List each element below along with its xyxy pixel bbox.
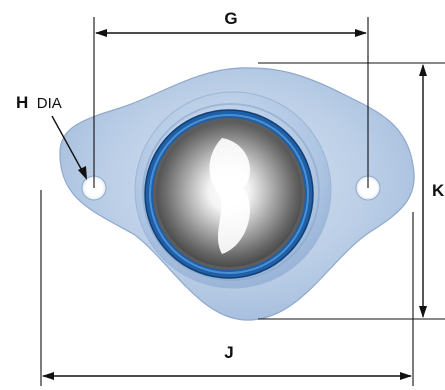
seal-ring-highlight	[149, 114, 309, 274]
j-label: J	[224, 343, 233, 362]
h-dia-label: H DIA	[16, 93, 62, 112]
dimension-k: K	[258, 62, 445, 320]
ball-specular-highlight	[209, 138, 250, 254]
callout-h-dia: H DIA	[16, 93, 87, 180]
h-leader-arrow	[78, 166, 87, 180]
j-arrow-right	[400, 372, 412, 380]
h-leader-line	[51, 115, 86, 177]
housing-boss-inner-rim	[142, 103, 320, 281]
g-arrow-right	[355, 29, 367, 37]
g-arrow-left	[95, 29, 107, 37]
j-arrow-left	[42, 372, 54, 380]
k-label: K	[432, 181, 445, 200]
dimension-j: J	[40, 190, 414, 386]
g-label: G	[224, 9, 237, 28]
h-dia-suffix: DIA	[37, 95, 62, 112]
k-arrow-top	[419, 64, 427, 76]
dimension-g: G	[93, 9, 369, 188]
k-arrow-bottom	[419, 306, 427, 318]
h-label: H	[16, 93, 28, 112]
bearing-insert	[144, 109, 314, 279]
